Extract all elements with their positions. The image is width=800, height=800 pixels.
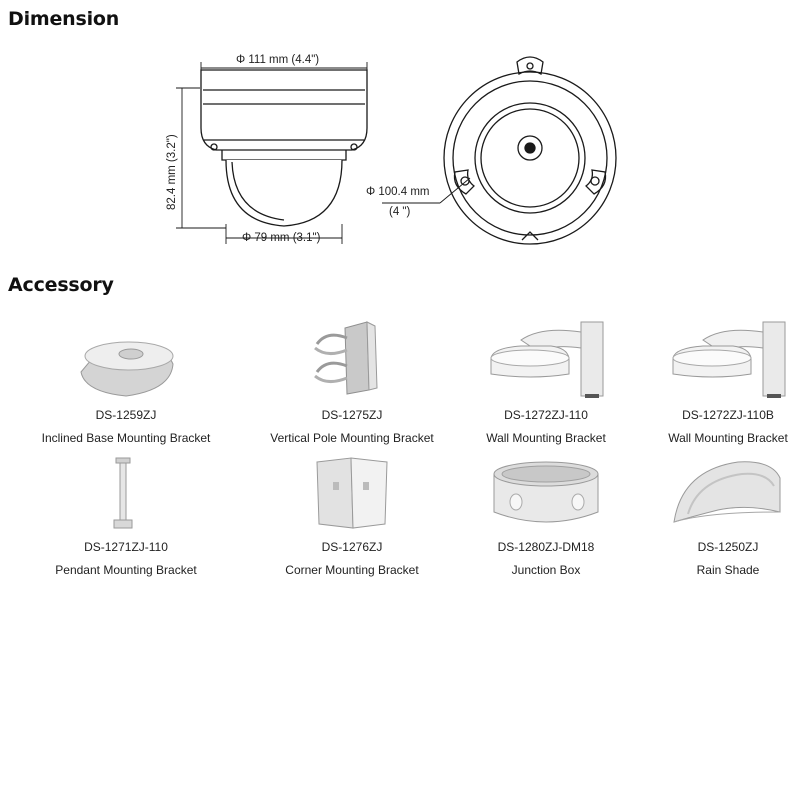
dimension-lines-top: [382, 177, 471, 204]
camera-base-top-view: [443, 56, 617, 245]
accessory-item: DS-1250ZJ Rain Shade: [628, 452, 800, 578]
accessory-name: Pendant Mounting Bracket: [55, 563, 197, 577]
wall-mount-icon: [628, 318, 800, 400]
base-diameter-inch-label: (4 "): [389, 206, 411, 218]
accessory-model: DS-1250ZJ: [697, 540, 759, 554]
dimension-lines-side: [176, 62, 368, 244]
accessory-model: DS-1272ZJ-110B: [682, 408, 774, 422]
base-diameter-label: Φ 100.4 mm: [366, 186, 430, 198]
corner-mount-icon: [252, 452, 452, 532]
accessory-name: Wall Mounting Bracket: [486, 431, 606, 445]
accessory-model: DS-1271ZJ-110: [84, 540, 168, 554]
height-label: 82.4 mm (3.2"): [166, 134, 178, 210]
wall-mount-icon: [446, 318, 646, 400]
accessory-name: Inclined Base Mounting Bracket: [41, 431, 211, 445]
accessory-name: Wall Mounting Bracket: [668, 431, 788, 445]
accessory-name: Junction Box: [511, 563, 581, 577]
accessory-model: DS-1272ZJ-110: [504, 408, 588, 422]
accessory-name: Vertical Pole Mounting Bracket: [270, 431, 434, 445]
pole-mount-icon: [252, 318, 452, 400]
dimension-drawing: [176, 56, 617, 245]
camera-side-view: [200, 69, 368, 227]
accessory-name: Rain Shade: [696, 563, 760, 577]
accessory-item: DS-1259ZJ Inclined Base Mounting Bracket: [26, 318, 226, 446]
accessory-item: DS-1272ZJ-110 Wall Mounting Bracket: [446, 318, 646, 446]
accessory-name: Corner Mounting Bracket: [285, 563, 419, 577]
bottom-width-label: Φ 79 mm (3.1"): [242, 232, 321, 244]
dimension-heading: Dimension: [8, 8, 120, 30]
accessory-item: DS-1272ZJ-110B Wall Mounting Bracket: [628, 318, 800, 446]
top-width-label: Φ 111 mm (4.4"): [236, 54, 320, 66]
accessory-model: DS-1276ZJ: [321, 540, 383, 554]
accessory-heading: Accessory: [8, 274, 114, 296]
junction-box-icon: [446, 452, 646, 532]
inclined-base-icon: [26, 318, 226, 400]
accessory-item: DS-1271ZJ-110 Pendant Mounting Bracket: [26, 452, 226, 578]
accessory-item: DS-1275ZJ Vertical Pole Mounting Bracket: [252, 318, 452, 446]
accessory-model: DS-1275ZJ: [321, 408, 383, 422]
accessory-model: DS-1280ZJ-DM18: [497, 540, 595, 554]
accessory-item: DS-1280ZJ-DM18 Junction Box: [446, 452, 646, 578]
accessory-item: DS-1276ZJ Corner Mounting Bracket: [252, 452, 452, 578]
pendant-mount-icon: [26, 452, 226, 532]
accessory-model: DS-1259ZJ: [95, 408, 157, 422]
rain-shade-icon: [628, 452, 800, 532]
